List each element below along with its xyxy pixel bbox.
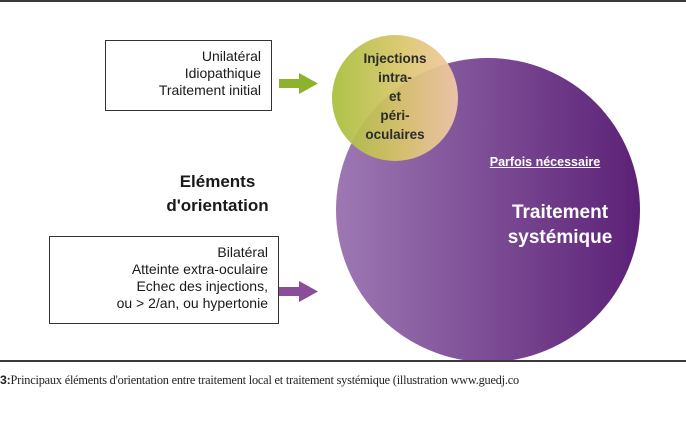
- bottom-rule: [0, 360, 686, 362]
- top-arrow: [279, 73, 318, 94]
- criteria-line: Idiopathique: [184, 65, 261, 81]
- injections-label: Injections intra- et péri- oculaires: [345, 49, 445, 144]
- systemic-treatment-line: systémique: [507, 227, 613, 248]
- systemic-treatment-label: Traitement systémique: [480, 200, 640, 250]
- bottom-arrow: [279, 281, 318, 302]
- criteria-line: Bilatéral: [217, 244, 268, 260]
- figure-caption: 3:Principaux éléments d'orientation entr…: [0, 373, 686, 388]
- unilateral-criteria-box: Unilatéral Idiopathique Traitement initi…: [105, 40, 272, 111]
- injections-label-line: intra-: [378, 70, 412, 85]
- caption-text: Principaux éléments d'orientation entre …: [10, 373, 520, 387]
- criteria-line: Unilatéral: [201, 48, 261, 64]
- injections-label-line: Injections: [363, 51, 427, 66]
- bilateral-criteria-box: Bilatéral Atteinte extra-oculaire Echec …: [49, 236, 279, 324]
- figure-number: 3:: [0, 373, 11, 387]
- orientation-title-line: d'orientation: [166, 196, 269, 215]
- sometimes-necessary-note: Parfois nécessaire: [489, 155, 601, 169]
- criteria-line: ou > 2/an, ou hypertonie: [116, 295, 268, 311]
- criteria-line: Traitement initial: [158, 82, 261, 98]
- systemic-treatment-line: Traitement: [511, 202, 609, 223]
- injections-label-line: et: [388, 89, 401, 104]
- orientation-title-line: Eléments: [179, 172, 256, 191]
- circles-diagram: [279, 35, 640, 360]
- top-rule: [0, 0, 686, 2]
- injections-label-line: oculaires: [365, 127, 425, 142]
- local-injections-circle: [332, 35, 458, 161]
- criteria-line: Atteinte extra-oculaire: [131, 261, 268, 277]
- injections-label-line: péri-: [380, 108, 410, 123]
- orientation-title: Eléments d'orientation: [120, 170, 315, 218]
- criteria-line: Echec des injections,: [136, 278, 268, 294]
